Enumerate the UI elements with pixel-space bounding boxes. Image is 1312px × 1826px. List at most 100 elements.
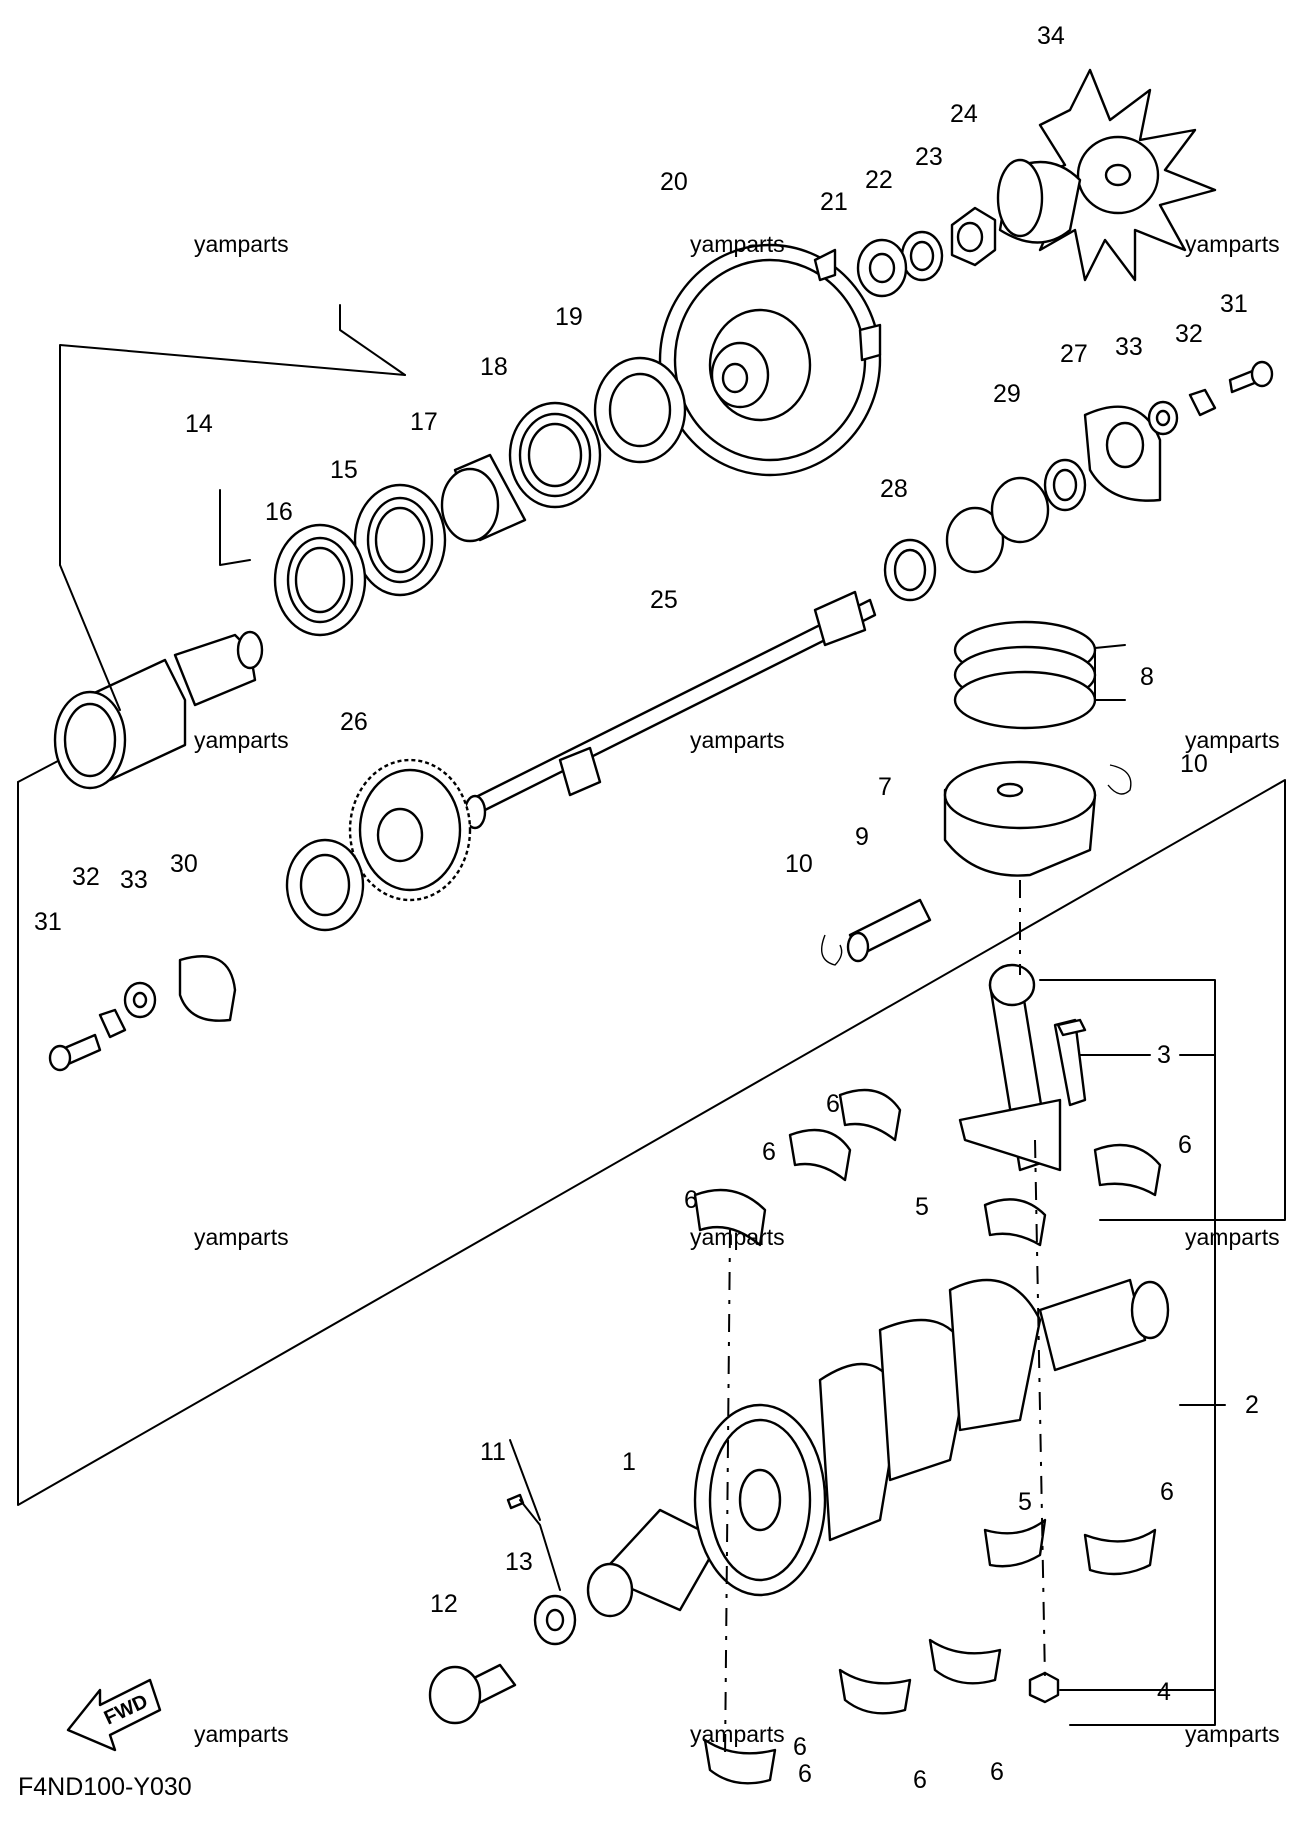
part-22-washer[interactable] (900, 230, 944, 282)
callout-28: 28 (880, 475, 908, 503)
part-30-weight[interactable] (178, 955, 237, 1022)
part-4-nut[interactable] (1028, 1671, 1060, 1704)
callout-17: 17 (410, 408, 438, 436)
callout-23: 23 (915, 143, 943, 171)
part-3-bolt[interactable] (1056, 1018, 1087, 1037)
callout-30: 30 (170, 850, 198, 878)
callout-6b: 6 (1178, 1131, 1192, 1159)
callout-20: 20 (660, 168, 688, 196)
callout-19: 19 (555, 303, 583, 331)
watermark: yamparts (1185, 231, 1280, 257)
part-15-bearing[interactable] (353, 483, 447, 597)
part-13-washer[interactable] (533, 1594, 577, 1646)
callout-10-right: 10 (1180, 750, 1208, 778)
callout-6e: 6 (1160, 1478, 1174, 1506)
watermark: yamparts (194, 1224, 289, 1250)
callout-10-left: 10 (785, 850, 813, 878)
callout-8: 8 (1140, 663, 1154, 691)
callout-12: 12 (430, 1590, 458, 1618)
part-31-bolt[interactable] (1228, 360, 1274, 394)
callout-7: 7 (878, 773, 892, 801)
callout-18: 18 (480, 353, 508, 381)
callout-1: 1 (622, 1448, 636, 1476)
part-1-crankshaft[interactable] (586, 1278, 1170, 1618)
part-3-connecting-rod[interactable] (958, 963, 1087, 1172)
part-21-washer[interactable] (856, 238, 908, 298)
part-8-piston-rings[interactable] (953, 620, 1097, 730)
callout-32-left: 32 (72, 863, 100, 891)
part-32-lock-washer[interactable] (1188, 388, 1217, 417)
callout-31-right: 31 (1220, 290, 1248, 318)
diagram-code: F4ND100-Y030 (18, 1773, 192, 1801)
callout-21: 21 (820, 188, 848, 216)
callout-6h: 6 (913, 1766, 927, 1794)
callout-34: 34 (1037, 22, 1065, 50)
part-12-bolt[interactable] (428, 1663, 517, 1725)
callout-16: 16 (265, 498, 293, 526)
watermark: yamparts (194, 231, 289, 257)
part-19-oil-seal[interactable] (593, 356, 687, 464)
part-23-nut[interactable] (950, 206, 997, 267)
part-26-gear[interactable] (348, 758, 472, 902)
callout-6d: 6 (684, 1186, 698, 1214)
callout-9: 9 (855, 823, 869, 851)
bearing-shells[interactable] (693, 1088, 1162, 1785)
watermark: yamparts (194, 727, 289, 753)
callout-4: 4 (1157, 1678, 1171, 1706)
callout-6i: 6 (798, 1760, 812, 1788)
callout-25: 25 (650, 586, 678, 614)
part-25-shaft[interactable] (463, 590, 877, 830)
callout-6a: 6 (826, 1090, 840, 1118)
callout-6g: 6 (990, 1758, 1004, 1786)
part-33-washer[interactable] (1147, 400, 1179, 436)
watermark: yamparts (690, 231, 785, 257)
watermark: yamparts (1185, 1224, 1280, 1250)
part-31-bolt-left[interactable] (48, 1033, 102, 1072)
callout-26: 26 (340, 708, 368, 736)
watermark: yamparts (1185, 727, 1280, 753)
callout-5a: 5 (915, 1193, 929, 1221)
part-27-weight[interactable] (1083, 405, 1162, 502)
part-28-needle-bearing[interactable] (883, 538, 937, 602)
part-17-collar[interactable] (440, 453, 527, 543)
watermark: yamparts (1185, 1721, 1280, 1747)
part-16-bearing[interactable] (273, 523, 367, 637)
callout-numbers: 34 24 23 22 21 20 31 32 33 27 19 18 17 2… (34, 22, 1259, 1794)
watermark: yamparts (194, 1721, 289, 1747)
watermark: yamparts (690, 1224, 785, 1250)
callout-11: 11 (480, 1438, 506, 1466)
leader-lines (59, 304, 1226, 1726)
fwd-arrow-icon: FWD (66, 1678, 162, 1752)
assembly-boundary (17, 779, 1286, 1506)
callout-27: 27 (1060, 340, 1088, 368)
part-10-circlip[interactable] (821, 764, 1132, 966)
watermark: yamparts (690, 727, 785, 753)
callout-32-right: 32 (1175, 320, 1203, 348)
callout-3: 3 (1157, 1041, 1171, 1069)
callout-33-right: 33 (1115, 333, 1143, 361)
part-14-drive-shaft[interactable] (53, 630, 264, 790)
part-24-sleeve[interactable] (996, 158, 1082, 244)
part-collar[interactable] (945, 476, 1050, 574)
part-18-oil-seal[interactable] (508, 401, 602, 509)
part-32-lock-washer-left[interactable] (98, 1008, 127, 1039)
part-9-piston-pin[interactable] (846, 898, 932, 963)
part-bearing-left[interactable] (285, 838, 365, 932)
watermark: yamparts (690, 1721, 785, 1747)
callout-22: 22 (865, 166, 893, 194)
part-20-flywheel[interactable] (658, 243, 882, 477)
callout-13: 13 (505, 1548, 533, 1576)
callout-29: 29 (993, 380, 1021, 408)
callout-6f: 6 (793, 1733, 807, 1761)
callout-2: 2 (1245, 1391, 1259, 1419)
part-7-piston[interactable] (943, 760, 1097, 877)
callout-33-left: 33 (120, 866, 148, 894)
watermarks: yamparts yamparts yamparts yamparts yamp… (194, 231, 1280, 1747)
callout-5b: 5 (1018, 1488, 1032, 1516)
callout-14: 14 (185, 410, 213, 438)
part-33-washer-left[interactable] (123, 981, 157, 1019)
part-29-collar[interactable] (1043, 458, 1087, 512)
callout-31-left: 31 (34, 908, 62, 936)
callout-24: 24 (950, 100, 978, 128)
